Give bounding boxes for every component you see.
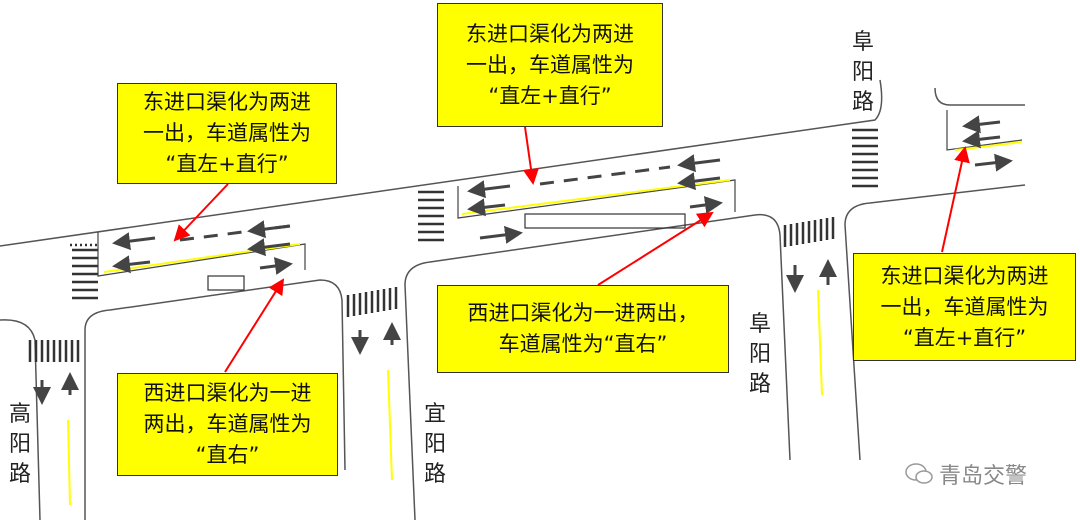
note-line: “直左+直行”	[902, 325, 1027, 350]
road-char: 阳	[748, 342, 771, 367]
note-line: 两出，车道属性为	[143, 412, 312, 436]
note-line: 东进口渠化为两进	[143, 90, 311, 114]
road-char: 阜	[851, 30, 874, 55]
road-char: 高	[8, 402, 31, 427]
road-char: 路	[851, 90, 874, 115]
road-char: 路	[8, 462, 31, 487]
note-line: 车道属性为“直右”	[498, 332, 668, 356]
note-east-left: 东进口渠化为两进 一出，车道属性为 “直左+直行”	[117, 83, 337, 184]
watermark: 青岛交警	[905, 458, 1027, 490]
note-line: “直左+直行”	[488, 83, 612, 108]
lane-arrows	[33, 115, 1013, 405]
note-line: 东进口渠化为两进	[466, 21, 634, 46]
road-label-yiyang: 宜 阳 路	[422, 400, 448, 490]
road-label-gaoyang: 高 阳 路	[7, 400, 33, 490]
callout-arrows	[173, 126, 970, 373]
note-west-left: 西进口渠化为一进 两出，车道属性为 “直右”	[117, 373, 338, 476]
note-line: 西进口渠化为一进	[143, 381, 312, 405]
wechat-icon	[905, 463, 933, 484]
road-label-fuyang-upper: 阜 阳 路	[850, 28, 876, 118]
road-char: 路	[423, 462, 446, 487]
road-char: 阳	[8, 432, 31, 457]
road-char: 阳	[851, 60, 874, 85]
road-char: 阜	[748, 312, 771, 337]
channelization	[97, 110, 1023, 277]
road-edges	[0, 79, 1026, 521]
crosswalks	[28, 128, 878, 362]
note-east-mid: 东进口渠化为两进 一出，车道属性为 “直左+直行”	[437, 3, 663, 127]
note-east-right: 东进口渠化为两进 一出，车道属性为 “直左+直行”	[853, 253, 1076, 361]
note-line: 一出，车道属性为	[466, 52, 634, 77]
note-line: “直右”	[195, 443, 260, 467]
note-line: 一出，车道属性为	[143, 121, 311, 145]
note-line: 西进口渠化为一进两出，	[467, 301, 699, 325]
lane-dashes	[179, 165, 671, 242]
road-char: 阳	[423, 432, 446, 457]
note-line: “直左+直行”	[165, 152, 289, 176]
road-char: 宜	[423, 402, 446, 427]
road-char: 路	[748, 372, 771, 397]
note-west-mid: 西进口渠化为一进两出， 车道属性为“直右”	[437, 285, 729, 373]
note-line: 一出，车道属性为	[880, 294, 1049, 319]
watermark-text: 青岛交警	[939, 464, 1028, 489]
note-line: 东进口渠化为两进	[880, 263, 1049, 288]
islands	[207, 213, 686, 291]
road-label-fuyang-lower: 阜 阳 路	[747, 310, 773, 400]
